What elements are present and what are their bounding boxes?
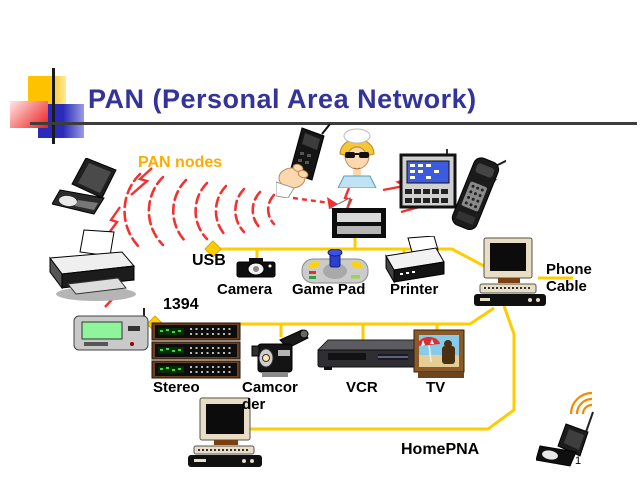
usb-printer-icon	[385, 236, 445, 284]
stereo-unit	[151, 322, 241, 341]
stereo-icon	[151, 322, 241, 379]
ieee1394-label: 1394	[163, 296, 199, 313]
orange-waves-icon	[569, 391, 593, 415]
printer-label: Printer	[390, 281, 439, 298]
slide-title: PAN (Personal Area Network)	[88, 84, 477, 114]
homepna-label: HomePNA	[401, 441, 480, 458]
person-icon	[337, 128, 377, 188]
camera-label: Camera	[217, 281, 273, 298]
usb-label: USB	[192, 252, 226, 269]
inkjet-printer-icon	[49, 229, 136, 301]
base-station-icon	[328, 197, 386, 238]
cordless-phone-icon	[451, 157, 506, 231]
camera-icon	[236, 258, 276, 278]
title-underline-rule	[30, 122, 637, 125]
game-pad-label: Game Pad	[292, 281, 366, 298]
tv-icon	[413, 329, 465, 378]
laptop-icon	[52, 158, 117, 215]
camcorder-label: Camcor der	[242, 379, 298, 413]
vcr-label: VCR	[346, 379, 378, 396]
pan-nodes-label: PAN nodes	[138, 154, 223, 171]
hand-holding-phone-icon	[276, 124, 331, 198]
camcorder-label-line2: der	[242, 395, 266, 413]
radio-waves-icon	[123, 172, 276, 250]
pager-icon	[73, 308, 149, 351]
desktop-computer2-icon	[188, 397, 262, 467]
wireless-laptop-icon	[536, 391, 594, 467]
gamepad-icon	[301, 249, 369, 284]
desktop-computer-icon	[474, 237, 546, 306]
phone-cable-label: Phone Cable	[546, 261, 592, 295]
page-number: 1	[575, 455, 582, 467]
stereo-label: Stereo	[153, 379, 200, 396]
deco-vertical-rule	[52, 68, 55, 144]
camcorder-icon	[251, 329, 309, 377]
camcorder-label-line1: Camcor	[242, 379, 298, 396]
tv-label: TV	[426, 379, 446, 396]
